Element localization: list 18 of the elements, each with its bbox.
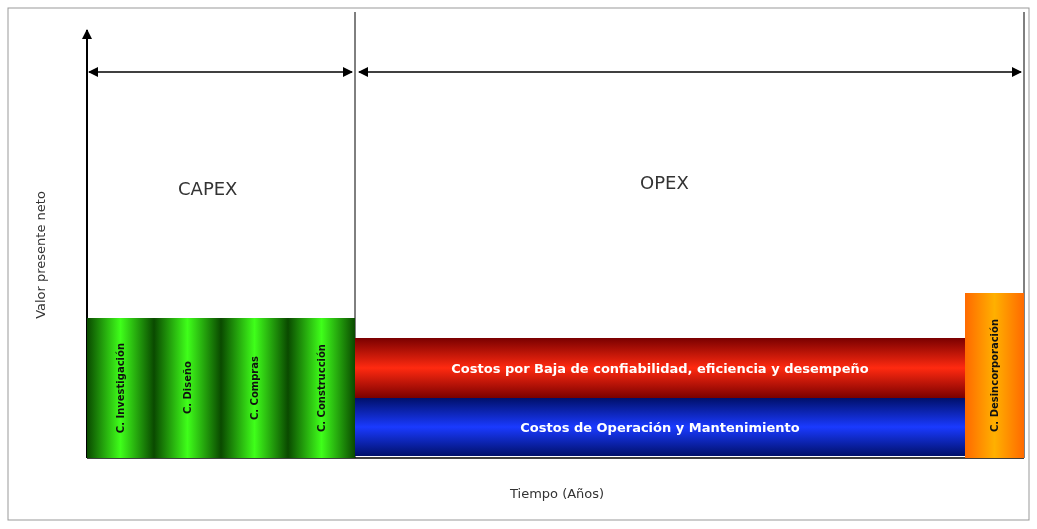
cost-bar [154, 318, 221, 458]
cost-band [355, 338, 965, 398]
section-label: CAPEX [178, 178, 238, 199]
cost-bar [288, 318, 355, 458]
cost-band [355, 398, 965, 456]
cost-bar [221, 318, 288, 458]
axis-title: Valor presente neto [32, 191, 48, 319]
axis-title: Tiempo (Años) [510, 486, 605, 501]
cost-bar [965, 293, 1024, 458]
bar-label: C. Compras [249, 355, 260, 420]
section-label: OPEX [640, 172, 689, 193]
cost-bar [87, 318, 154, 458]
bar-label: C. Investigación [115, 342, 126, 434]
bar-label: C. Construcción [316, 344, 327, 432]
bar-label: Costos por Baja de confiabilidad, eficiencia y desempeño [451, 360, 869, 376]
bar-label: C. Diseño [182, 361, 193, 415]
bar-label: C. Desincorporación [989, 319, 1000, 432]
bar-label: Costos de Operación y Mantenimiento [520, 419, 800, 435]
